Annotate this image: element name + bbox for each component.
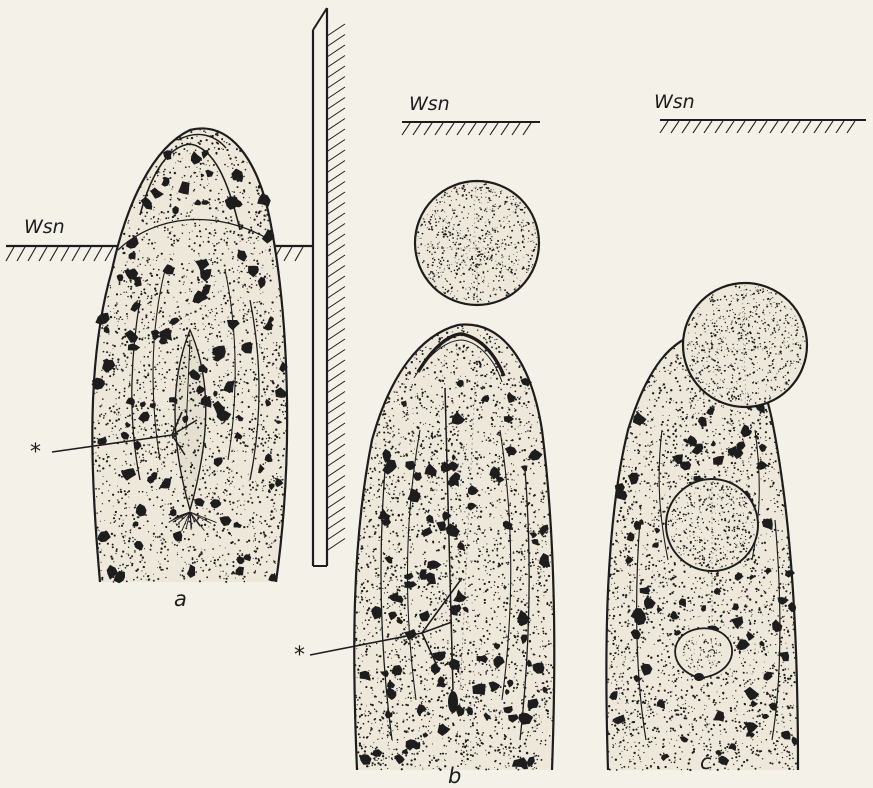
surface-label-a: Wsn (24, 218, 65, 237)
scale-bar (313, 8, 345, 566)
marker-b: * (294, 645, 305, 667)
panel-b-tentacle (354, 325, 555, 771)
surface-label-b: Wsn (409, 95, 450, 114)
panel-label-b: b (448, 766, 461, 787)
water-surface-b (402, 122, 540, 135)
water-surface-c (660, 120, 866, 133)
panel-label-c: c (700, 752, 712, 773)
panel-label-a: a (174, 589, 187, 610)
surface-label-c: Wsn (654, 93, 695, 112)
panel-a-tentacle (91, 128, 287, 583)
marker-a: * (30, 442, 41, 464)
